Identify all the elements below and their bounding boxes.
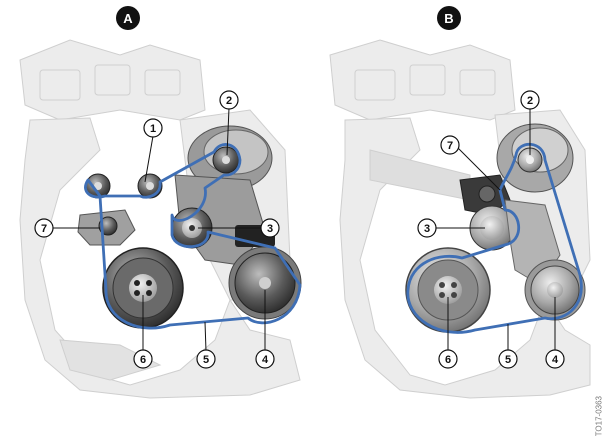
svg-text:4: 4 bbox=[262, 354, 269, 366]
drive-belt-a bbox=[84, 143, 302, 330]
callout-4-b: 4 bbox=[545, 297, 565, 369]
idler-pulley-3-a bbox=[171, 207, 213, 249]
callout-4-a: 4 bbox=[255, 290, 275, 369]
panel-a: 1 2 3 4 bbox=[19, 39, 302, 399]
engine-block-b bbox=[329, 39, 591, 399]
svg-text:3: 3 bbox=[424, 223, 430, 235]
callouts-b: 2 3 4 5 bbox=[417, 90, 565, 369]
svg-text:3: 3 bbox=[267, 223, 273, 235]
idler-pulley-3-b bbox=[469, 205, 515, 251]
panel-b-badge: B bbox=[437, 6, 461, 30]
svg-text:6: 6 bbox=[445, 354, 451, 366]
callout-3-b: 3 bbox=[417, 218, 485, 238]
svg-text:7: 7 bbox=[41, 223, 47, 235]
document-code: TO17-0363 bbox=[594, 396, 603, 436]
crank-pulley-b bbox=[405, 247, 491, 333]
svg-text:4: 4 bbox=[552, 354, 559, 366]
callout-1-a: 1 bbox=[143, 118, 163, 183]
belt-drive-diagram: 1 2 3 4 bbox=[19, 6, 603, 436]
callouts-a: 1 2 3 4 bbox=[34, 90, 280, 369]
callout-5-a: 5 bbox=[196, 321, 216, 369]
svg-text:2: 2 bbox=[527, 95, 533, 107]
tensioner-b bbox=[459, 174, 511, 216]
svg-text:7: 7 bbox=[447, 140, 453, 152]
panel-b: 2 3 4 5 bbox=[329, 39, 591, 399]
drive-belt-b bbox=[406, 142, 583, 334]
callout-2-b: 2 bbox=[520, 90, 540, 155]
callout-7-b: 7 bbox=[440, 135, 501, 191]
svg-text:6: 6 bbox=[140, 354, 146, 366]
svg-text:5: 5 bbox=[505, 354, 511, 366]
crank-pulley-a bbox=[102, 247, 184, 329]
svg-text:5: 5 bbox=[203, 354, 209, 366]
callout-6-a: 6 bbox=[133, 295, 153, 369]
panel-a-badge: A bbox=[116, 6, 140, 30]
svg-text:1: 1 bbox=[150, 123, 156, 135]
callout-2-a: 2 bbox=[219, 90, 239, 156]
callout-3-a: 3 bbox=[198, 218, 280, 238]
callout-5-b: 5 bbox=[498, 324, 518, 369]
tensioner-a bbox=[77, 209, 136, 246]
alternator-a bbox=[187, 125, 273, 191]
alternator-b bbox=[496, 123, 574, 193]
callout-6-b: 6 bbox=[438, 297, 458, 369]
svg-text:2: 2 bbox=[226, 95, 232, 107]
callout-7-a: 7 bbox=[34, 218, 100, 238]
